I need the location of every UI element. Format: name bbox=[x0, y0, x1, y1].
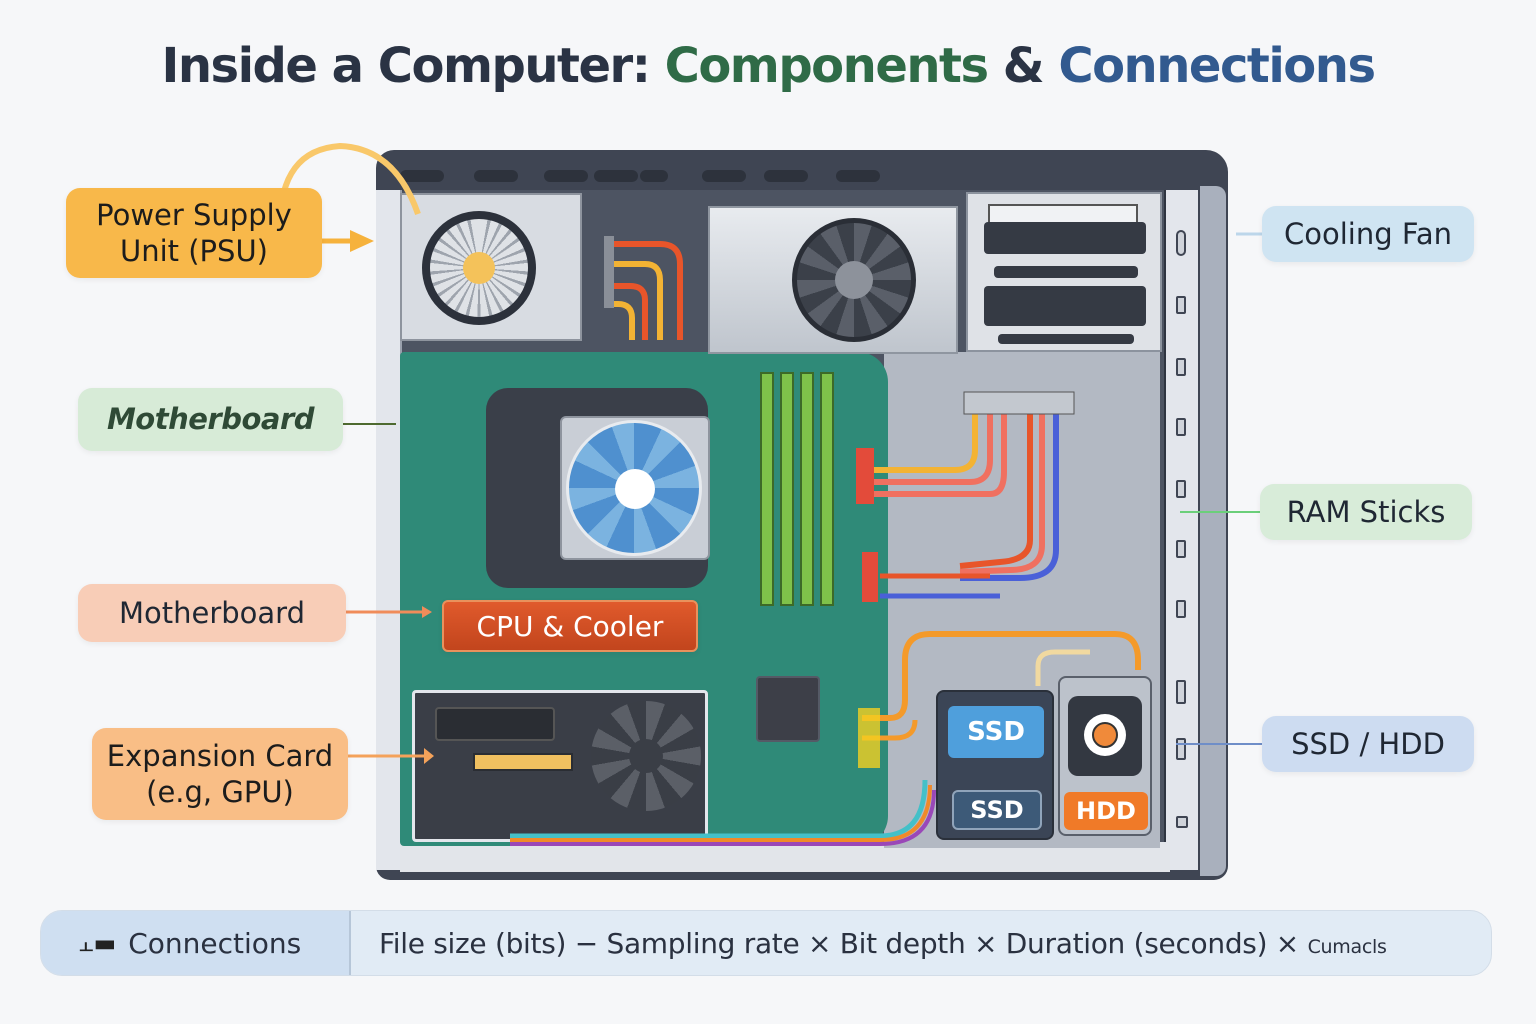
label-expansion-card-line2: (e.g, GPU) bbox=[146, 775, 294, 809]
fan-hub bbox=[835, 261, 873, 299]
side-panel bbox=[1200, 186, 1226, 876]
right-rail bbox=[1164, 190, 1198, 870]
chipset bbox=[756, 676, 820, 742]
top-vent bbox=[640, 170, 668, 182]
bay-cover bbox=[988, 204, 1138, 224]
rail-slot bbox=[1176, 230, 1186, 256]
drive-slot bbox=[984, 222, 1146, 254]
drive-slot bbox=[998, 334, 1134, 344]
top-vent bbox=[594, 170, 638, 182]
top-vent bbox=[764, 170, 808, 182]
ssd-drive: SSD SSD bbox=[936, 690, 1054, 840]
label-ssd-hdd: SSD / HDD bbox=[1262, 716, 1474, 772]
rail-slot bbox=[1176, 296, 1186, 314]
hdd-drive: HDD bbox=[1058, 676, 1152, 836]
legend-heading-text: Connections bbox=[128, 926, 302, 960]
formula-text: File size (bits) − Sampling rate × Bit d… bbox=[379, 926, 1299, 960]
fan-hub bbox=[615, 469, 655, 509]
power-supply-unit bbox=[400, 193, 582, 341]
top-vent bbox=[544, 170, 588, 182]
page-title: Inside a Computer: Components & Connecti… bbox=[0, 38, 1536, 94]
gpu-fan-icon bbox=[591, 701, 701, 811]
top-vent bbox=[702, 170, 746, 182]
label-ram-sticks: RAM Sticks bbox=[1260, 484, 1472, 540]
cooling-fan-icon bbox=[792, 218, 916, 342]
ram-stick bbox=[820, 372, 834, 606]
label-cooling-fan: Cooling Fan bbox=[1262, 206, 1474, 262]
hdd-platter bbox=[1084, 714, 1126, 756]
label-expansion-card: Expansion Card (e.g, GPU) bbox=[92, 728, 348, 820]
drive-slot bbox=[994, 266, 1138, 278]
rail-slot bbox=[1176, 418, 1186, 436]
title-part-dark: Inside a Computer: bbox=[161, 38, 665, 94]
ram-stick bbox=[800, 372, 814, 606]
label-cpu-cooler: CPU & Cooler bbox=[442, 600, 698, 652]
cooling-fan-unit bbox=[708, 206, 958, 354]
top-vent bbox=[400, 170, 444, 182]
label-power-supply-unit: Power Supply Unit (PSU) bbox=[66, 188, 322, 278]
expansion-card bbox=[412, 690, 708, 842]
psu-arrowhead-icon bbox=[350, 230, 374, 252]
hdd-spindle-icon bbox=[1092, 722, 1118, 748]
rail-slot bbox=[1176, 680, 1186, 704]
rail-slot bbox=[1176, 738, 1186, 760]
title-part-amp: & bbox=[987, 38, 1059, 94]
cpu-fan-icon bbox=[566, 420, 702, 556]
connector-icon: ⫠▬ bbox=[79, 929, 117, 957]
left-rail bbox=[376, 190, 402, 870]
ssd-badge-bottom: SSD bbox=[952, 790, 1042, 830]
label-motherboard-bottom: Motherboard bbox=[78, 584, 346, 642]
legend-heading: ⫠▬ Connections bbox=[41, 911, 351, 975]
rail-slot bbox=[1176, 358, 1186, 376]
rail-slot bbox=[1176, 480, 1186, 498]
psu-fan-icon bbox=[422, 211, 536, 325]
ram-stick bbox=[760, 372, 774, 606]
card-port bbox=[435, 707, 555, 741]
label-motherboard-top: Motherboard bbox=[78, 388, 343, 451]
cpu-cooler bbox=[560, 416, 710, 560]
rail-slot bbox=[1176, 540, 1186, 558]
top-vent bbox=[474, 170, 518, 182]
hdd-badge: HDD bbox=[1064, 792, 1148, 830]
psu-fan-hub bbox=[463, 252, 495, 284]
ssd-badge-top: SSD bbox=[948, 706, 1044, 758]
title-part-components: Components bbox=[664, 38, 989, 94]
card-connector bbox=[473, 753, 573, 771]
rail-slot bbox=[1176, 816, 1188, 828]
drive-slot bbox=[984, 286, 1146, 326]
legend-formula: File size (bits) − Sampling rate × Bit d… bbox=[351, 927, 1387, 960]
title-part-connections: Connections bbox=[1058, 38, 1376, 94]
ram-stick bbox=[780, 372, 794, 606]
connections-legend: ⫠▬ Connections File size (bits) − Sampli… bbox=[40, 910, 1492, 976]
top-vent bbox=[836, 170, 880, 182]
rail-slot bbox=[1176, 600, 1186, 618]
formula-tail: Cumacls bbox=[1307, 935, 1387, 958]
optical-drive-bay bbox=[966, 192, 1162, 352]
fan-hub bbox=[629, 739, 663, 773]
label-expansion-card-line1: Expansion Card bbox=[106, 738, 334, 773]
hdd-platter-housing bbox=[1068, 696, 1142, 776]
